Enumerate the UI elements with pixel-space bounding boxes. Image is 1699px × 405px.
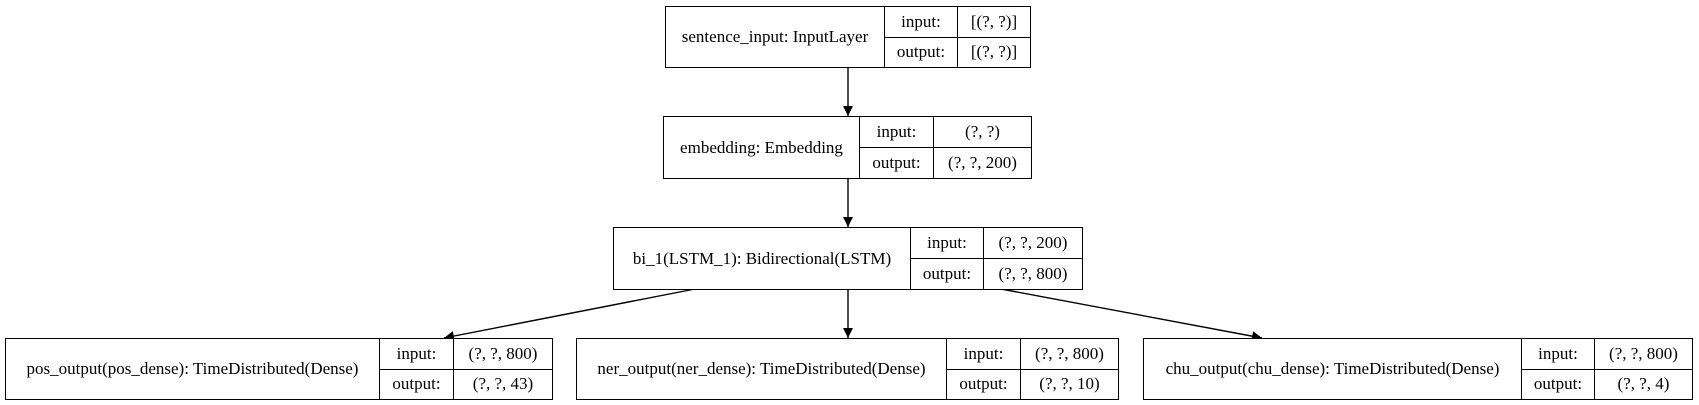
input-row: input: (?, ?, 800) xyxy=(380,339,552,369)
output-value: [(?, ?)] xyxy=(970,42,1018,62)
output-value: (?, ?, 4) xyxy=(1617,374,1670,394)
input-value: (?, ?) xyxy=(965,122,1000,141)
output-value: (?, ?, 10) xyxy=(1039,374,1100,394)
node-ner-output: ner_output(ner_dense): TimeDistributed(D… xyxy=(576,338,1119,400)
input-label: input: xyxy=(380,339,454,369)
output-row: output: (?, ?, 10) xyxy=(947,368,1118,399)
node-name: ner_output(ner_dense): TimeDistributed(D… xyxy=(577,339,947,399)
output-label: output: xyxy=(947,369,1021,399)
output-value: (?, ?, 43) xyxy=(472,374,534,394)
node-name: pos_output(pos_dense): TimeDistributed(D… xyxy=(6,339,380,399)
node-name: sentence_input: InputLayer xyxy=(666,7,885,67)
output-label: output: xyxy=(911,259,984,289)
output-row: output: (?, ?, 43) xyxy=(380,368,552,399)
output-label: output: xyxy=(1522,369,1595,399)
input-value: [(?, ?)] xyxy=(970,11,1018,31)
input-value: (?, ?, 800) xyxy=(1035,343,1104,363)
node-name: bi_1(LSTM_1): Bidirectional(LSTM) xyxy=(614,228,911,289)
input-label: input: xyxy=(1522,339,1595,369)
output-value: (?, ?, 800) xyxy=(998,264,1068,283)
node-io: input: (?, ?, 200) output: (?, ?, 800) xyxy=(911,228,1082,289)
input-label: input: xyxy=(911,228,984,258)
input-row: input: (?, ?, 800) xyxy=(947,339,1118,369)
input-value: (?, ?, 200) xyxy=(998,233,1068,252)
node-name: embedding: Embedding xyxy=(664,117,860,178)
output-label: output: xyxy=(860,148,934,178)
output-row: output: (?, ?, 200) xyxy=(860,147,1031,178)
node-embedding: embedding: Embedding input: (?, ?) outpu… xyxy=(663,116,1032,179)
input-label: input: xyxy=(947,339,1021,369)
node-sentence-input: sentence_input: InputLayer input: [(?, ?… xyxy=(665,6,1031,68)
input-row: input: [(?, ?)] xyxy=(885,7,1030,37)
input-value: (?, ?, 800) xyxy=(468,343,538,363)
output-value: (?, ?, 200) xyxy=(948,153,1017,172)
input-row: input: (?, ?, 800) xyxy=(1522,339,1692,369)
node-io: input: (?, ?) output: (?, ?, 200) xyxy=(860,117,1031,178)
output-row: output: [(?, ?)] xyxy=(885,36,1030,67)
output-row: output: (?, ?, 4) xyxy=(1522,368,1692,399)
node-bidirectional-lstm: bi_1(LSTM_1): Bidirectional(LSTM) input:… xyxy=(613,227,1083,290)
input-row: input: (?, ?) xyxy=(860,117,1031,147)
node-io: input: (?, ?, 800) output: (?, ?, 4) xyxy=(1522,339,1692,399)
input-label: input: xyxy=(885,7,958,37)
node-io: input: (?, ?, 800) output: (?, ?, 43) xyxy=(380,339,552,399)
input-label: input: xyxy=(860,117,934,147)
node-io: input: [(?, ?)] output: [(?, ?)] xyxy=(885,7,1030,67)
output-label: output: xyxy=(885,37,958,67)
input-row: input: (?, ?, 200) xyxy=(911,228,1082,258)
node-name: chu_output(chu_dense): TimeDistributed(D… xyxy=(1144,339,1522,399)
edge-bilstm-to-pos xyxy=(443,288,696,341)
output-label: output: xyxy=(380,369,454,399)
node-io: input: (?, ?, 800) output: (?, ?, 10) xyxy=(947,339,1118,399)
node-pos-output: pos_output(pos_dense): TimeDistributed(D… xyxy=(5,338,553,400)
edge-bilstm-to-chu xyxy=(1000,288,1263,342)
output-row: output: (?, ?, 800) xyxy=(911,258,1082,289)
node-chu-output: chu_output(chu_dense): TimeDistributed(D… xyxy=(1143,338,1693,400)
input-value: (?, ?, 800) xyxy=(1609,343,1678,363)
